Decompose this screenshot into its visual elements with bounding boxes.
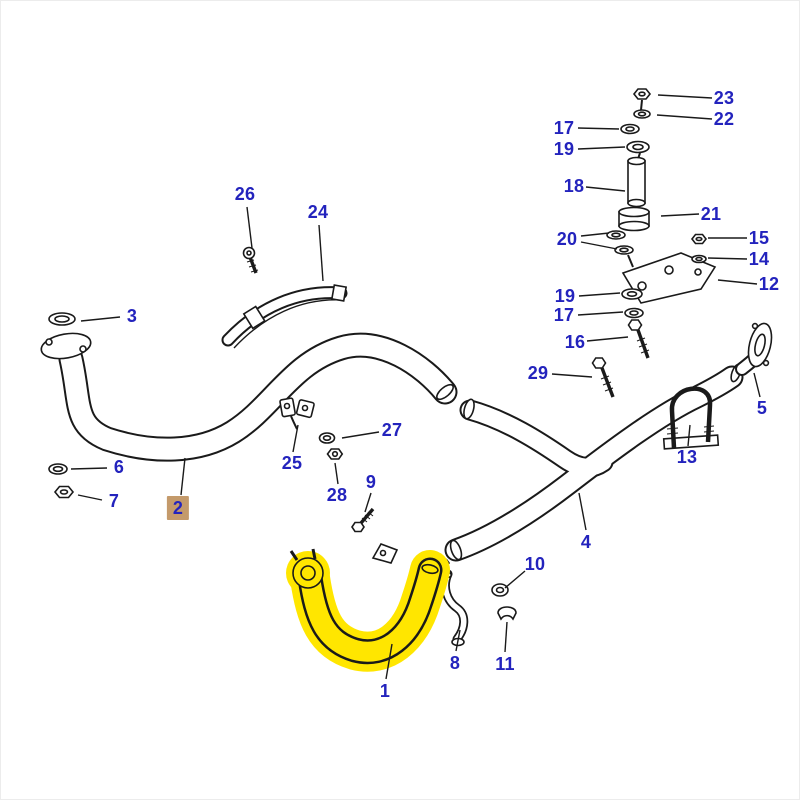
part-27-washer-art — [318, 432, 336, 444]
part-21-rubber-bush-art — [618, 206, 650, 232]
callout-21-leader-line — [660, 213, 700, 217]
part-4-y-pipe-art — [444, 365, 744, 562]
callout-28[interactable]: 28 — [326, 485, 348, 505]
part-17-lower-washer-art — [624, 307, 644, 319]
part-28-nut-art — [326, 448, 344, 460]
part-24-heat-shield-art — [221, 284, 348, 349]
leader-lines — [70, 94, 761, 680]
callout-27-leader-line — [341, 431, 380, 439]
callout-9-leader-line — [364, 492, 372, 513]
callout-13-leader-line — [687, 424, 691, 447]
callout-4[interactable]: 4 — [580, 532, 592, 552]
callout-8[interactable]: 8 — [449, 653, 461, 673]
callout-12[interactable]: 12 — [758, 274, 780, 294]
callout-3[interactable]: 3 — [126, 306, 138, 326]
part-6-washer-art — [48, 463, 68, 475]
part-2-front-pipe-art — [40, 332, 458, 462]
callout-20[interactable]: 20 — [556, 229, 578, 249]
part-5-flange-pipe-art — [730, 322, 773, 383]
callout-29[interactable]: 29 — [527, 363, 549, 383]
part-11-saddle-clamp-art — [497, 606, 517, 621]
callout-11-leader-line — [504, 621, 508, 653]
callout-14-leader-line — [707, 257, 748, 260]
callout-18[interactable]: 18 — [563, 176, 585, 196]
callout-5-leader-line — [753, 372, 761, 398]
callout-10[interactable]: 10 — [524, 554, 546, 574]
pipe-hanger-tab-art — [371, 543, 399, 564]
callout-25-leader-line — [292, 424, 299, 453]
callout-9[interactable]: 9 — [365, 472, 377, 492]
callout-15[interactable]: 15 — [748, 228, 770, 248]
callout-14[interactable]: 14 — [748, 249, 770, 269]
callout-19-upper-leader-line — [577, 146, 626, 150]
callout-22-leader-line — [656, 114, 713, 120]
callout-23-leader-line — [657, 94, 713, 99]
part-20-washers-art — [606, 230, 634, 268]
callout-19-upper[interactable]: 19 — [553, 139, 575, 159]
callout-3-leader-line — [80, 316, 121, 322]
part-7-nut-art — [53, 485, 75, 499]
callout-27[interactable]: 27 — [381, 420, 403, 440]
part-25-bracket-art — [279, 397, 315, 430]
part-22-washer-art — [633, 99, 651, 119]
callout-17-upper[interactable]: 17 — [553, 118, 575, 138]
callout-21[interactable]: 21 — [700, 204, 722, 224]
callout-19-lower[interactable]: 19 — [554, 286, 576, 306]
callout-19-lower-leader-line — [578, 292, 621, 297]
callout-24-leader-line — [318, 224, 324, 282]
part-13-clamp-art — [662, 386, 720, 450]
callout-16[interactable]: 16 — [564, 332, 586, 352]
callout-23[interactable]: 23 — [713, 88, 735, 108]
callout-7[interactable]: 7 — [108, 491, 120, 511]
part-14-washer-art — [691, 254, 707, 264]
part-19-lower-washer-art — [621, 288, 643, 300]
part-19-upper-cup-washer-art — [626, 140, 650, 160]
callout-26-leader-line — [246, 206, 253, 249]
callout-28-leader-line — [334, 462, 339, 485]
callout-17-upper-leader-line — [577, 127, 620, 130]
part-3-gasket-art — [48, 312, 76, 326]
callout-20-leader-line — [580, 232, 610, 237]
artwork — [40, 88, 773, 680]
callout-16-leader-line — [586, 336, 629, 342]
callout-20-leader-line — [580, 241, 618, 250]
callout-22[interactable]: 22 — [713, 109, 735, 129]
part-10-grommet-art — [491, 583, 509, 597]
callout-25[interactable]: 25 — [281, 453, 303, 473]
part-18-spacer-tube-art — [627, 156, 646, 208]
callout-2-leader-line — [180, 457, 186, 496]
part-1-downpipe-art — [286, 548, 450, 672]
callout-17-lower[interactable]: 17 — [553, 305, 575, 325]
callout-7-leader-line — [77, 494, 103, 501]
callout-17-lower-leader-line — [577, 311, 624, 316]
part-9-bolt-art — [351, 507, 375, 533]
callout-1-leader-line — [385, 643, 393, 680]
part-29-bolt-art — [591, 357, 615, 398]
part-15-nut-art — [690, 233, 708, 245]
callout-6[interactable]: 6 — [113, 457, 125, 477]
part-26-bolt-art — [242, 246, 259, 274]
part-16-bolt-art — [627, 319, 650, 359]
callout-6-leader-line — [70, 467, 108, 470]
callout-12-leader-line — [717, 279, 758, 285]
callout-29-leader-line — [551, 373, 593, 378]
callout-26[interactable]: 26 — [234, 184, 256, 204]
callout-5[interactable]: 5 — [756, 398, 768, 418]
part-23-nut-art — [632, 88, 652, 100]
callout-11[interactable]: 11 — [495, 654, 515, 674]
callout-10-leader-line — [504, 570, 526, 589]
callout-13[interactable]: 13 — [676, 447, 698, 467]
callout-1[interactable]: 1 — [379, 681, 391, 701]
callout-2[interactable]: 2 — [166, 496, 190, 520]
callout-24[interactable]: 24 — [307, 202, 329, 222]
callout-8-leader-line — [455, 629, 461, 652]
callout-18-leader-line — [585, 186, 626, 192]
callout-4-leader-line — [578, 492, 587, 531]
part-17-upper-washer-art — [620, 123, 640, 135]
